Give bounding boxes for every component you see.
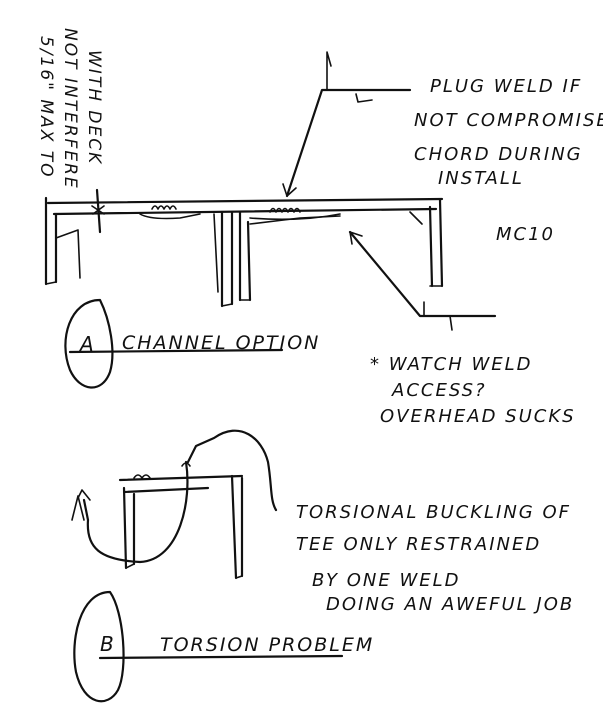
option-b-circle [73, 590, 125, 703]
plug-weld-note-line-3: CHORD DURING [414, 144, 583, 165]
option-a-title: CHANNEL OPTION [122, 332, 321, 354]
torsion-note-line-3: BY ONE WELD [312, 570, 461, 591]
member-size-label: MC10 [496, 224, 556, 245]
clearance-note-line-1: 5/16" MAX TO [36, 36, 56, 179]
weld-access-note-line-1: * WATCH WELD [370, 354, 533, 375]
torsion-note-line-2: TEE ONLY RESTRAINED [296, 534, 542, 555]
plug-weld-note-line-4: INSTALL [438, 168, 524, 189]
plug-weld-note-line-1: PLUG WELD IF [430, 76, 583, 97]
torsion-note-line-1: TORSIONAL BUCKLING OF [296, 502, 571, 523]
clearance-note-line-3: WITH DECK [84, 50, 104, 166]
option-b-label: B [100, 632, 116, 656]
weld-access-note-line-3: OVERHEAD SUCKS [380, 406, 576, 427]
option-a-circle [64, 298, 114, 389]
channel-assembly-drawing [44, 51, 497, 331]
option-a-label: A [80, 332, 96, 356]
weld-access-note-line-2: ACCESS? [392, 380, 487, 401]
option-b-underline [98, 654, 344, 660]
clearance-note-line-2: NOT INTERFERE [60, 28, 80, 190]
torsion-tee-drawing [71, 429, 278, 580]
plug-weld-note-line-2: NOT COMPROMISE [414, 110, 603, 131]
option-b-title: TORSION PROBLEM [160, 634, 375, 656]
torsion-note-line-4: DOING AN AWEFUL JOB [326, 594, 575, 615]
option-a-underline [68, 348, 284, 354]
